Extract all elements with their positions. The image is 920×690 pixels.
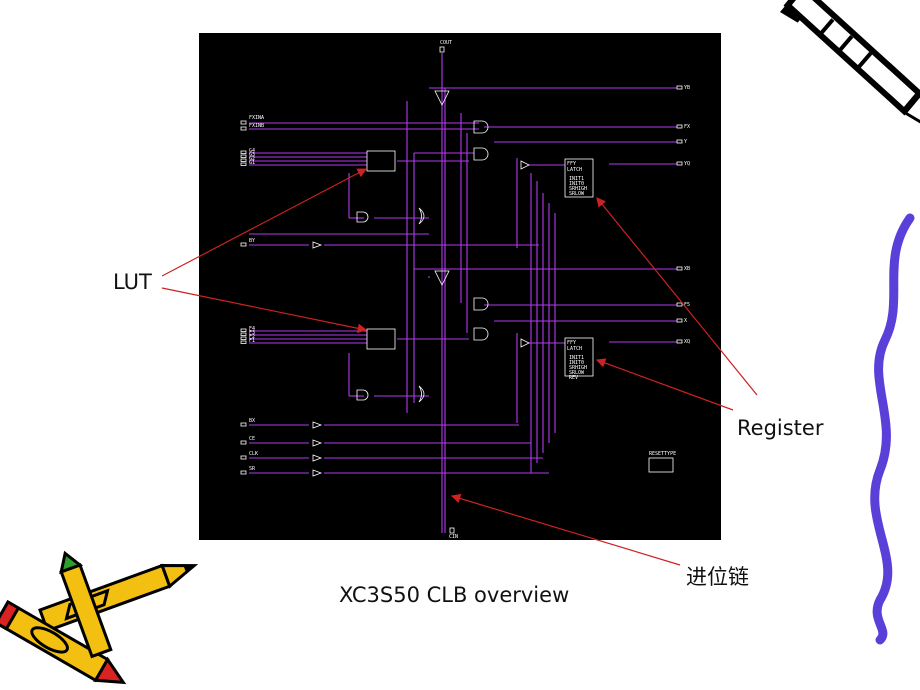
svg-text:F1: F1	[249, 338, 255, 344]
svg-text:G1: G1	[249, 160, 255, 166]
svg-text:INIT0: INIT0	[569, 360, 584, 366]
svg-text:LATCH: LATCH	[567, 346, 582, 352]
svg-text:F2: F2	[249, 334, 255, 340]
svg-text:YB: YB	[684, 85, 690, 91]
svg-text:X: X	[684, 318, 687, 324]
svg-text:XB: XB	[684, 266, 690, 272]
svg-text:BY: BY	[249, 238, 255, 244]
svg-text:SRHIGH: SRHIGH	[569, 365, 587, 371]
svg-text:YQ: YQ	[684, 161, 690, 167]
svg-text:LATCH: LATCH	[567, 167, 582, 173]
svg-text:SRLOW: SRLOW	[569, 191, 585, 197]
svg-text:G4: G4	[249, 148, 255, 154]
svg-text:FXINB: FXINB	[249, 123, 264, 129]
schematic-drawing: COUT CIN FXINA FXINB G4 G3 G2 G1 BY F4 F…	[240, 40, 690, 540]
svg-text:G2: G2	[249, 156, 255, 162]
svg-text:F5: F5	[684, 302, 690, 308]
svg-text:INIT0: INIT0	[569, 181, 584, 187]
svg-text:BX: BX	[249, 418, 255, 424]
svg-text:FFY: FFY	[567, 161, 576, 167]
carry-chain-label: 进位链	[686, 565, 749, 589]
pencil-icon	[780, 0, 920, 136]
svg-text:COUT: COUT	[440, 40, 452, 46]
svg-text:CE: CE	[249, 436, 255, 442]
figure-caption: XC3S50 CLB overview	[339, 583, 570, 607]
svg-text:FFY: FFY	[567, 340, 576, 346]
svg-text:SRHIGH: SRHIGH	[569, 186, 587, 192]
crayons-icon	[0, 550, 199, 685]
svg-text:FXINA: FXINA	[249, 115, 264, 121]
svg-text:SR: SR	[249, 466, 256, 472]
register-label: Register	[737, 416, 824, 440]
svg-text:RESETTYPE: RESETTYPE	[649, 451, 676, 457]
svg-text:INIT1: INIT1	[569, 176, 584, 182]
squiggle-line	[870, 213, 915, 645]
svg-text:CIN: CIN	[449, 534, 458, 540]
svg-text:XQ: XQ	[684, 339, 690, 345]
svg-text:INIT1: INIT1	[569, 355, 584, 361]
svg-text:Y: Y	[684, 139, 687, 145]
svg-text:G3: G3	[249, 152, 255, 158]
lut-label: LUT	[113, 270, 152, 294]
svg-text:SRLOW: SRLOW	[569, 370, 585, 376]
svg-text:CLK: CLK	[249, 451, 258, 457]
svg-text:FX: FX	[684, 124, 690, 130]
clb-schematic: COUT CIN FXINA FXINB G4 G3 G2 G1 BY F4 F…	[199, 33, 721, 540]
svg-text:F3: F3	[249, 330, 255, 336]
svg-text:REV: REV	[569, 375, 578, 381]
